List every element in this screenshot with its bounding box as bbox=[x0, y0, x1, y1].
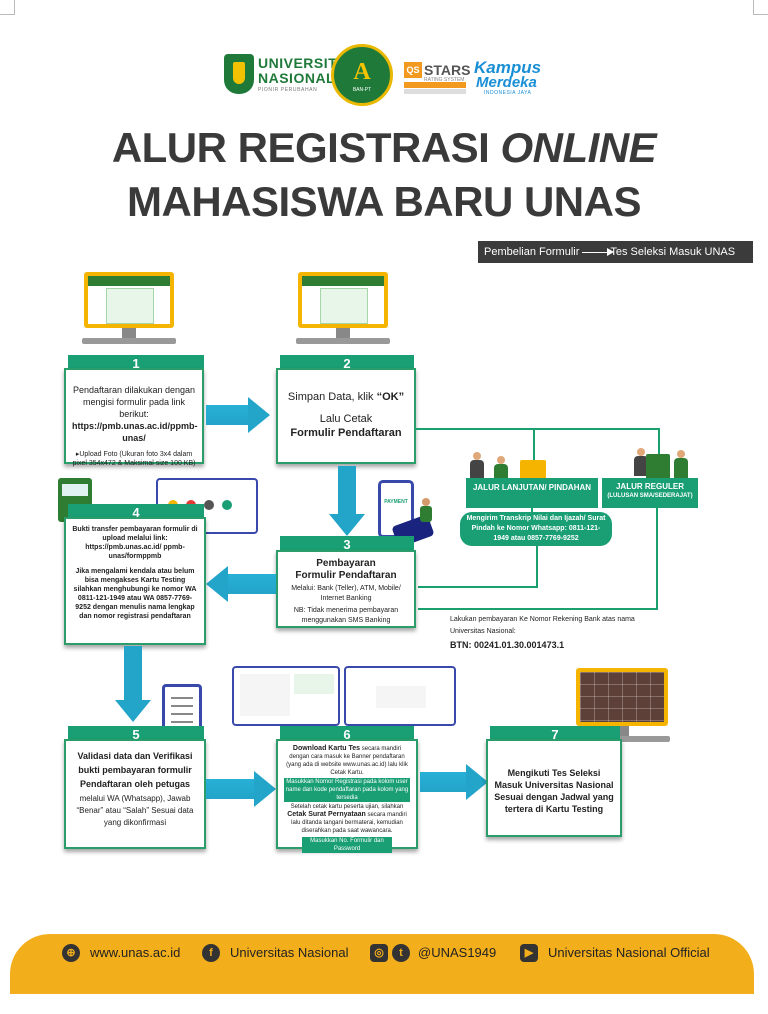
instagram-icon[interactable]: ◎ bbox=[370, 944, 388, 962]
jalur-reguler-sub: (LULUSAN SMA/SEDERAJAT) bbox=[607, 493, 693, 499]
kampus-merdeka-logo: Kampus Merdeka INDONESIA JAYA bbox=[474, 58, 554, 98]
legend-arrow-icon bbox=[582, 247, 615, 256]
step-5-title: Validasi data dan Verifikasi bukti pemba… bbox=[77, 751, 193, 789]
step-2-box: Simpan Data, klik “OK” Lalu Cetak Formul… bbox=[276, 368, 416, 464]
step-6-download: Download Kartu Tes secara mandiri dengan… bbox=[286, 745, 408, 776]
person-icon bbox=[470, 452, 484, 480]
connector-line bbox=[536, 546, 538, 588]
qs-bar-secondary bbox=[404, 89, 466, 94]
arrow-head-icon bbox=[115, 700, 151, 722]
indonesia-jaya-text: INDONESIA JAYA bbox=[484, 90, 532, 96]
connector-line bbox=[416, 428, 660, 430]
step-6-text2: Setelah cetak kartu peserta ujian, silah… bbox=[290, 804, 404, 810]
legend-right: Tes Seleksi Masuk UNAS bbox=[610, 246, 736, 258]
arrow-head-icon bbox=[466, 764, 488, 800]
step-4-text1: Bukti transfer pembayaran formulir di up… bbox=[72, 526, 198, 560]
step-6-box: Download Kartu Tes secara mandiri dengan… bbox=[276, 739, 418, 853]
step-4-box: Bukti transfer pembayaran formulir di up… bbox=[64, 517, 206, 645]
jalur-reguler-box: JALUR REGULER (LULUSAN SMA/SEDERAJAT) bbox=[602, 478, 698, 508]
form-thumbnail bbox=[344, 666, 456, 726]
step-4-text2: Jika mengalami kendala atau belum bisa m… bbox=[73, 568, 197, 620]
crop-mark-top-left bbox=[0, 0, 15, 15]
footer-facebook[interactable]: Universitas Nasional bbox=[230, 945, 349, 960]
connector-line bbox=[658, 428, 660, 464]
merdeka-text: Merdeka bbox=[476, 74, 537, 91]
arrow-down-icon bbox=[338, 466, 356, 516]
connector-line bbox=[418, 608, 658, 610]
footer-handle[interactable]: @UNAS1949 bbox=[418, 945, 497, 960]
qs-box: QS bbox=[404, 62, 422, 78]
transkrip-box: Mengirim Transkrip Nilai dan Ijazah/ Sur… bbox=[460, 512, 612, 546]
facebook-icon[interactable]: f bbox=[202, 944, 220, 962]
step-2-cetak: Lalu Cetak bbox=[319, 413, 373, 425]
person-icon bbox=[674, 450, 688, 478]
step-1-text: Pendaftaran dilakukan dengan mengisi for… bbox=[72, 385, 196, 419]
crop-mark-top-right bbox=[753, 0, 768, 15]
accreditation-seal: A BAN-PT bbox=[331, 44, 393, 106]
qs-system-text: RATING SYSTEM bbox=[424, 77, 465, 83]
step-7-text: Mengikuti Tes Seleksi Masuk Universitas … bbox=[494, 768, 614, 814]
payment-btn: BTN: 00241.01.30.001473.1 bbox=[450, 640, 565, 650]
card-thumbnail bbox=[232, 666, 340, 726]
step-3-text2: NB: Tidak menerima pembayaran menggunaka… bbox=[293, 607, 399, 624]
arrow-head-icon bbox=[254, 771, 276, 807]
connector-line bbox=[656, 508, 658, 610]
person-icon bbox=[634, 448, 648, 476]
step-5-box: Validasi data dan Verifikasi bukti pemba… bbox=[64, 739, 206, 849]
step-7-box: Mengikuti Tes Seleksi Masuk Universitas … bbox=[486, 739, 622, 837]
jalur-lanjutan-label: JALUR LANJUTAN/ PINDAHAN bbox=[466, 478, 598, 508]
twitter-icon[interactable]: t bbox=[392, 944, 410, 962]
connector-line bbox=[418, 586, 538, 588]
step-2-text: Simpan Data, klik “OK” bbox=[287, 391, 405, 403]
unas-shield-icon bbox=[224, 54, 254, 94]
laptop-icon bbox=[520, 460, 546, 480]
footer-bar bbox=[10, 934, 754, 994]
step-2-formulir: Formulir Pendaftaran bbox=[290, 427, 402, 439]
accreditation-sub: BAN-PT bbox=[352, 87, 372, 93]
monitor-icon bbox=[82, 272, 176, 346]
accreditation-letter: A bbox=[353, 59, 371, 85]
arrow-down-icon bbox=[124, 646, 142, 702]
arrow-head-icon bbox=[329, 514, 365, 536]
youtube-icon[interactable]: ▶ bbox=[520, 944, 538, 962]
step-6-cetak: Cetak Surat Pernyataan secara mandiri la… bbox=[287, 811, 407, 834]
arrow-right-icon bbox=[420, 772, 466, 792]
connector-line bbox=[533, 428, 535, 464]
step-3-text1: Melalui: Bank (Teller), ATM, Mobile/ Int… bbox=[291, 585, 401, 602]
arrow-right-icon bbox=[206, 405, 248, 425]
monitor-icon bbox=[296, 272, 390, 346]
qs-bar bbox=[404, 82, 466, 88]
legend-bar: Pembelian Formulir Tes Seleksi Masuk UNAS bbox=[478, 241, 753, 263]
page-title-line2: MAHASISWA BARU UNAS bbox=[127, 178, 641, 225]
arrow-right-icon bbox=[206, 779, 254, 799]
footer-website[interactable]: www.unas.ac.id bbox=[90, 945, 181, 960]
qs-stars-text: STARS bbox=[424, 62, 471, 78]
page-title-line1: ALUR REGISTRASI ONLINE bbox=[111, 124, 657, 171]
arrow-head-icon bbox=[248, 397, 270, 433]
person-icon bbox=[420, 498, 432, 522]
unas-logo-tagline: PIONIR PERUBAHAN bbox=[258, 87, 318, 93]
payment-text: Lakukan pembayaran Ke Nomor Rekening Ban… bbox=[450, 616, 635, 635]
video-conference-monitor-icon bbox=[574, 668, 670, 746]
step-3-number: 3 bbox=[280, 536, 414, 554]
step-5-text: melalui WA (Whatsapp), Jawab “Benar” ata… bbox=[76, 794, 194, 827]
step-1-box: Pendaftaran dilakukan dengan mengisi for… bbox=[64, 368, 204, 467]
qs-stars-logo: QS STARS RATING SYSTEM bbox=[404, 62, 471, 96]
jalur-reguler-label: JALUR REGULER bbox=[615, 482, 684, 491]
book-icon bbox=[646, 454, 670, 480]
footer-youtube[interactable]: Universitas Nasional Official bbox=[548, 945, 710, 960]
arrow-left-icon bbox=[228, 574, 276, 594]
step-6-highlight-1: Masukkan Nomor Registrasi pada kolom use… bbox=[284, 778, 410, 802]
phone-label: PAYMENT bbox=[384, 499, 408, 505]
website-icon[interactable]: ⊕ bbox=[62, 944, 80, 962]
kampus-text: Kampus bbox=[474, 58, 542, 77]
legend-left: Pembelian Formulir bbox=[484, 246, 580, 258]
arrow-head-icon bbox=[206, 566, 228, 602]
step-1-link: https://pmb.unas.ac.id/ppmb-unas/ bbox=[72, 421, 198, 443]
step-6-highlight-2: Masukkan No. Formulir dan Password bbox=[302, 837, 392, 853]
step-1-note: ▸Upload Foto (Ukuran foto 3x4 dalam pixe… bbox=[72, 451, 196, 467]
